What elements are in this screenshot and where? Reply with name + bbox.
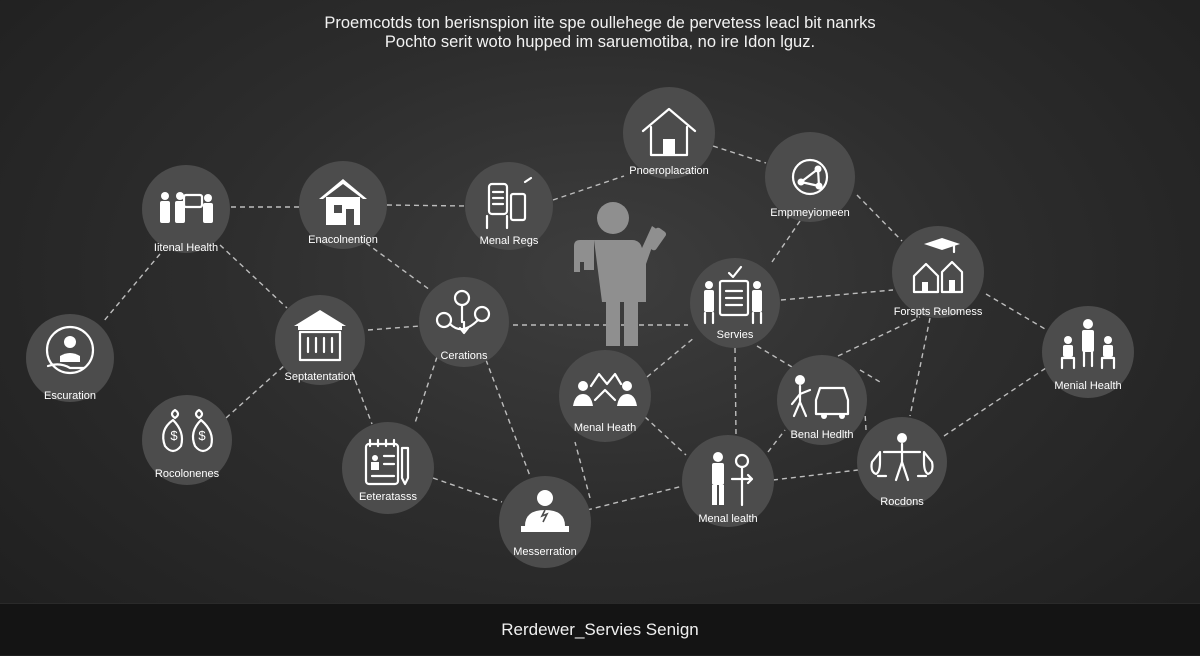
header-line-2: Pochto serit woto hupped im saruemotiba,…: [384, 33, 816, 51]
node-eeteratasss[interactable]: Eeteratasss: [342, 422, 434, 514]
devices-icon: [485, 176, 533, 230]
connection-lines: [102, 145, 1047, 511]
svg-text:$: $: [198, 428, 206, 443]
node-label: Menal Regs: [480, 235, 539, 247]
connection-line: [909, 317, 931, 417]
node-menal-regs[interactable]: Menal Regs: [465, 162, 553, 250]
node-escuration[interactable]: Escuration: [26, 314, 114, 402]
family-icon: [160, 192, 213, 223]
node-benal-hedlth[interactable]: Benal Hedlth: [777, 355, 867, 445]
node-label: Menal lealth: [698, 513, 757, 525]
clipboard-icon: [364, 438, 410, 486]
node-label: Forspts Relomess: [894, 306, 983, 318]
node-empmeyiomeen[interactable]: Empmeyiomeen: [765, 132, 855, 222]
node-label: Escuration: [44, 390, 96, 402]
node-menial-health[interactable]: Menial Health: [1042, 306, 1134, 398]
connection-line: [219, 244, 288, 309]
house-icon: [319, 179, 367, 225]
connection-line: [485, 359, 531, 477]
connection-line: [771, 220, 801, 263]
connection-line: [985, 293, 1046, 330]
connection-line: [644, 416, 687, 456]
connection-line: [574, 441, 591, 499]
group-chairs-icon: [1060, 319, 1116, 370]
connection-line: [772, 469, 859, 481]
people-checklist-icon: [703, 265, 763, 325]
connection-line: [767, 429, 786, 453]
node-label: Septatentation: [285, 371, 356, 383]
node-messerration[interactable]: Messerration: [499, 476, 591, 568]
node-label: Benal Hedlth: [791, 429, 854, 441]
node-label: Menal Heath: [574, 422, 636, 434]
footer-label: Rerdewer_Servies Senign: [501, 620, 699, 639]
helping-hand-icon: [45, 325, 95, 375]
connection-line: [386, 204, 467, 207]
weights-icon: [870, 433, 934, 482]
money-flow-icon: [435, 289, 491, 335]
connection-line: [856, 194, 903, 242]
connection-line: [351, 371, 373, 425]
connection-line: [432, 477, 503, 503]
connection-line: [646, 336, 696, 378]
person-signpost-icon: [712, 452, 754, 507]
node-label: Cerations: [440, 350, 488, 362]
node-label: Menial Health: [1054, 380, 1121, 392]
connection-line: [365, 242, 431, 291]
building-icon: [294, 310, 346, 362]
node-iitenal-health[interactable]: Iitenal Health: [142, 165, 230, 254]
connection-line: [586, 485, 684, 511]
group-handshake-icon: [573, 372, 637, 406]
connection-line: [712, 145, 767, 164]
node-septatentation[interactable]: Septatentation: [275, 295, 365, 385]
node-label: Iitenal Health: [154, 242, 218, 254]
speaker-icon: [521, 490, 569, 532]
node-rocolonenes[interactable]: $ $ Rocolonenes: [142, 395, 232, 485]
connection-line: [734, 347, 737, 436]
node-label: Rocolonenes: [155, 468, 220, 480]
money-bags-icon: $ $: [162, 408, 213, 453]
node-label: Empmeyiomeen: [770, 207, 849, 219]
network-icon: [791, 158, 829, 196]
svg-text:$: $: [170, 428, 178, 443]
connection-line: [367, 325, 421, 331]
connection-line: [859, 369, 881, 383]
connection-line: [780, 289, 894, 301]
connection-line: [225, 364, 286, 419]
connection-line: [837, 316, 921, 357]
car-person-icon: [790, 375, 850, 419]
header-text: Proemcotds ton berisnspion iite spe oull…: [0, 14, 1200, 52]
node-label: Pnoeroplacation: [629, 165, 709, 177]
connection-line: [102, 253, 161, 323]
node-label: Messerration: [513, 546, 577, 558]
footer-bar: Rerdewer_Servies Senign: [0, 603, 1200, 655]
node-forspts-relomess[interactable]: Forspts Relomess: [892, 226, 984, 318]
node-menal-heath[interactable]: Menal Heath: [559, 350, 651, 442]
node-menal-lealth[interactable]: Menal lealth: [682, 435, 774, 527]
home-icon: [641, 107, 697, 157]
connection-line: [943, 367, 1047, 437]
connection-line: [552, 175, 625, 201]
node-servies[interactable]: Servies: [690, 258, 780, 348]
node-label: Enacolnention: [308, 234, 378, 246]
connection-line: [414, 356, 438, 424]
header-line-1: Proemcotds ton berisnspion iite spe oull…: [324, 14, 876, 32]
node-pnoeroplacation[interactable]: Pnoeroplacation: [623, 87, 715, 179]
node-cerations[interactable]: Cerations: [419, 277, 509, 367]
node-label: Servies: [717, 329, 754, 341]
node-label: Rocdons: [880, 496, 924, 508]
node-label: Eeteratasss: [359, 491, 418, 503]
node-enacolnention[interactable]: Enacolnention: [299, 161, 387, 249]
graduation-house-icon: [912, 238, 964, 294]
node-rocdons[interactable]: Rocdons: [857, 417, 947, 508]
connection-line: [756, 345, 793, 368]
connection-line: [864, 411, 867, 431]
person-presenting-icon: [574, 202, 667, 346]
